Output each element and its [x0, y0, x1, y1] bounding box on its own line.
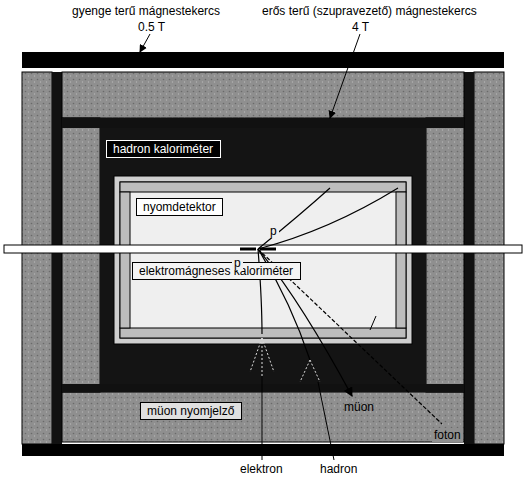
particle-label: elektron: [240, 462, 283, 476]
coil-label: erős terű (szupravezető) mágnestekercs: [262, 4, 477, 18]
coil-label: gyenge terű mágnestekercs: [72, 4, 220, 18]
muon-chamber-band: müon nyomjelző: [140, 402, 242, 420]
proton-label: p: [232, 256, 243, 270]
particle-label: hadron: [320, 462, 357, 476]
proton-label: p: [268, 224, 279, 238]
node-label: elektromágneses kaloriméter: [139, 264, 294, 278]
node-label: müon nyomjelző: [147, 404, 235, 418]
tracker-box: nyomdetektor: [136, 198, 223, 216]
particle-label: foton: [432, 428, 463, 442]
node-label: nyomdetektor: [143, 200, 216, 214]
particle-label: müon: [344, 400, 374, 414]
field-value: 4 T: [352, 20, 369, 34]
calorimeter-band: elektromágneses kaloriméter: [132, 262, 301, 280]
calorimeter-band: hadron kaloriméter: [106, 140, 221, 158]
field-value: 0.5 T: [138, 20, 165, 34]
node-label: hadron kaloriméter: [113, 142, 214, 156]
